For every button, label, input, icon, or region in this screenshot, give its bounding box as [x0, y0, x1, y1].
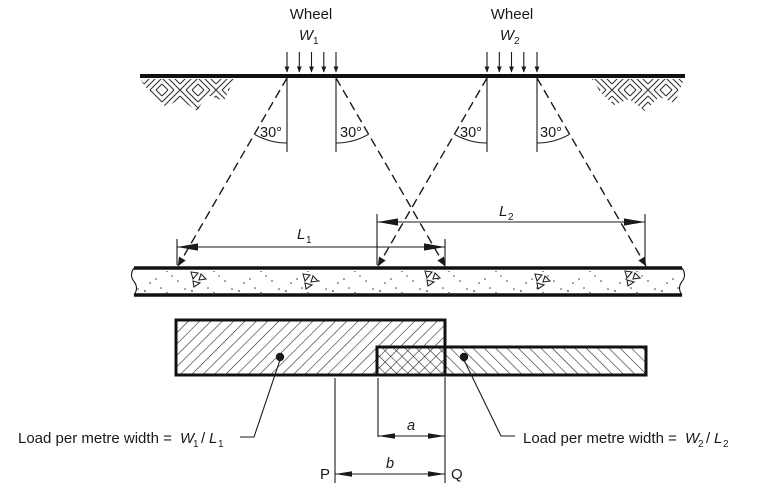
load-label-1-num-sub: 1 — [193, 439, 199, 450]
dim-b-label: b — [386, 456, 394, 472]
dimension-a: a — [377, 377, 446, 483]
l1-subscript: 1 — [306, 235, 312, 246]
wheel1-load-arrows — [284, 52, 339, 73]
wheel-load-1: Wheel W 1 — [284, 6, 339, 73]
angle-label: 30° — [540, 125, 562, 141]
dispersal-line-w2-left — [377, 77, 488, 267]
buried-slab — [130, 266, 686, 297]
load-label-2-num-sub: 2 — [698, 439, 704, 450]
dimension-l1: L 1 — [176, 226, 446, 265]
load-label-right: Load per metre width = W 2 / L 2 — [459, 352, 729, 450]
l2-symbol: L — [499, 203, 507, 220]
dispersal-lines — [177, 77, 647, 267]
leader-line — [240, 359, 281, 438]
dispersal-line-w1-right — [335, 77, 446, 267]
l1-symbol: L — [297, 226, 305, 243]
wheel2-title: Wheel — [491, 6, 534, 23]
angle-arc — [335, 133, 369, 144]
load-label-2-slash: / — [706, 430, 711, 447]
dim-a-label: a — [407, 418, 415, 434]
load-label-2-den-sub: 2 — [723, 439, 729, 450]
load-label-2-num: W — [685, 430, 701, 447]
dispersal-line-w1-left — [177, 77, 288, 267]
wheel-load-2: Wheel W 2 — [484, 6, 540, 73]
ground-surface — [140, 74, 685, 111]
point-p-label: P — [320, 466, 330, 483]
angle-arc — [536, 133, 570, 144]
load-label-2-den: L — [714, 430, 722, 447]
angle-label: 30° — [260, 125, 282, 141]
wheel2-load-arrows — [484, 52, 540, 73]
load-block-w2 — [375, 345, 648, 377]
angle-callouts: 30° 30° 30° 30° — [254, 125, 570, 144]
dimension-l2: L 2 — [376, 203, 646, 265]
slab-stipple — [136, 271, 680, 293]
ground-hatch-left — [140, 79, 234, 111]
load-label-left: Load per metre width = W 1 / L 1 — [18, 352, 285, 450]
angle-label: 30° — [340, 125, 362, 141]
angle-label: 30° — [460, 125, 482, 141]
load-label-1-num: W — [180, 430, 196, 447]
l2-subscript: 2 — [508, 212, 514, 223]
slab-break-right — [678, 267, 686, 296]
slab-break-left — [130, 267, 138, 296]
leader-dot — [275, 352, 285, 362]
dimension-b: b P Q — [320, 378, 463, 483]
load-label-1-prefix: Load per metre width = — [18, 430, 172, 447]
angle-arc — [254, 133, 288, 144]
load-distribution — [174, 318, 648, 377]
load-label-1-den-sub: 1 — [218, 439, 224, 450]
ground-hatch-right — [592, 79, 684, 111]
point-q-label: Q — [451, 466, 463, 483]
leader-dot — [459, 352, 469, 362]
load-label-1-den: L — [209, 430, 217, 447]
wheel2-symbol: W — [500, 27, 516, 44]
dispersal-line-w2-right — [536, 77, 647, 267]
load-block-w2-hatch — [377, 347, 646, 375]
wheel2-subscript: 2 — [514, 36, 520, 47]
wheel1-title: Wheel — [290, 6, 333, 23]
wheel1-symbol: W — [299, 27, 315, 44]
leader-line — [463, 359, 515, 437]
load-label-2-prefix: Load per metre width = — [523, 430, 677, 447]
angle-arc — [454, 133, 488, 144]
wheel1-subscript: 1 — [313, 36, 319, 47]
load-label-1-slash: / — [201, 430, 206, 447]
